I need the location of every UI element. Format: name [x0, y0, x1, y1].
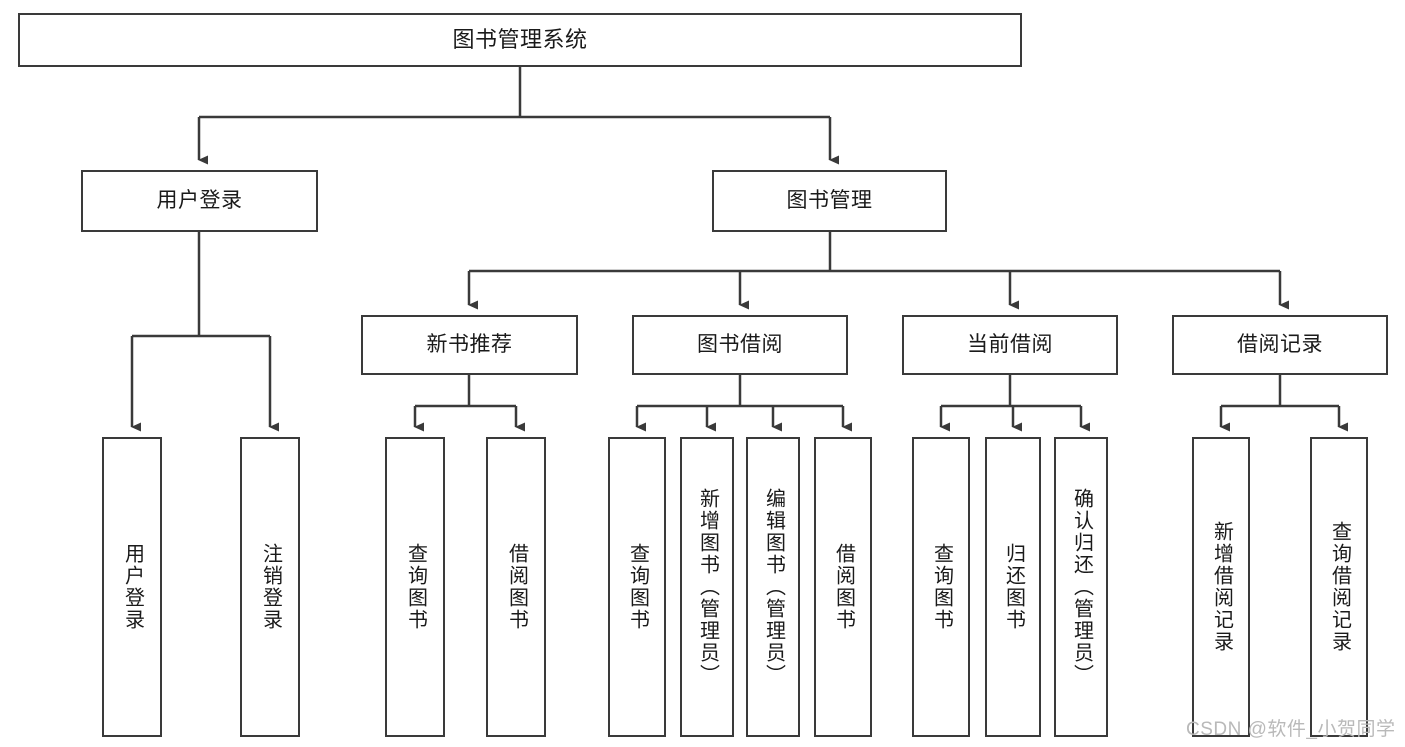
leaf-node[interactable]: 注销登录	[240, 437, 300, 737]
node-borrow-records[interactable]: 借阅记录	[1172, 315, 1388, 375]
node-user-login[interactable]: 用户登录	[81, 170, 318, 232]
leaf-node[interactable]: 借阅图书	[486, 437, 546, 737]
leaf-node[interactable]: 查询图书	[608, 437, 666, 737]
leaf-node[interactable]: 新增借阅记录	[1192, 437, 1250, 737]
node-book-management[interactable]: 图书管理	[712, 170, 947, 232]
leaf-node[interactable]: 新增图书（管理员）	[680, 437, 734, 737]
node-new-book-recommend[interactable]: 新书推荐	[361, 315, 578, 375]
node-book-borrow[interactable]: 图书借阅	[632, 315, 848, 375]
leaf-node[interactable]: 确认归还（管理员）	[1054, 437, 1108, 737]
leaf-node[interactable]: 查询图书	[385, 437, 445, 737]
watermark: CSDN @软件_小贺同学	[1186, 719, 1396, 740]
leaf-node[interactable]: 查询借阅记录	[1310, 437, 1368, 737]
node-root[interactable]: 图书管理系统	[18, 13, 1022, 67]
leaf-node[interactable]: 查询图书	[912, 437, 970, 737]
leaf-node[interactable]: 编辑图书（管理员）	[746, 437, 800, 737]
node-current-borrow[interactable]: 当前借阅	[902, 315, 1118, 375]
leaf-node[interactable]: 用户登录	[102, 437, 162, 737]
leaf-node[interactable]: 归还图书	[985, 437, 1041, 737]
leaf-node[interactable]: 借阅图书	[814, 437, 872, 737]
